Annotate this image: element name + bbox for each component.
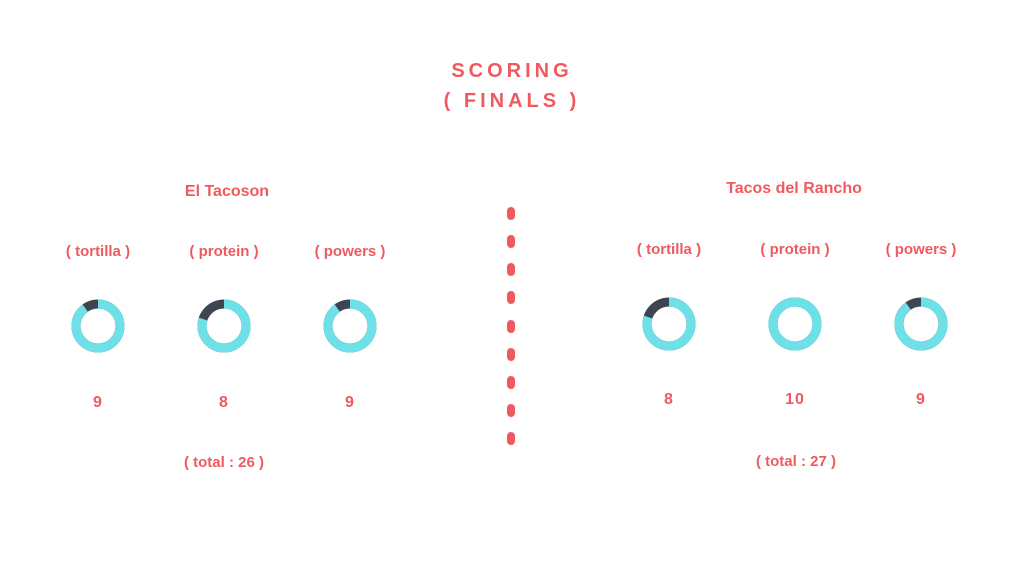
score-donut — [323, 299, 377, 353]
score-value: 8 — [664, 391, 674, 408]
score-donut — [642, 297, 696, 351]
divider-dot — [507, 263, 515, 276]
score-donut — [71, 299, 125, 353]
team-total: ( total : 27 ) — [755, 453, 836, 470]
team-total: ( total : 26 ) — [183, 454, 264, 471]
score-value: 8 — [219, 394, 229, 411]
category-label: ( tortilla ) — [636, 241, 702, 258]
donut-score-arc — [894, 297, 948, 351]
divider-dot — [507, 291, 515, 304]
category-label: ( powers ) — [885, 241, 957, 258]
donut-score-arc — [768, 297, 822, 351]
team-panel-el-tacoson: El Tacoson ( tortilla ) ( protein ) ( po… — [12, 0, 432, 576]
divider-dot — [507, 404, 515, 417]
divider-dot — [507, 432, 515, 445]
category-tortilla: ( tortilla ) — [38, 243, 158, 260]
divider-dot — [507, 235, 515, 248]
category-protein: ( protein ) — [735, 241, 855, 258]
donut-score-arc — [642, 297, 696, 351]
divider-dot — [507, 376, 515, 389]
score-donut — [894, 297, 948, 351]
donut-score-arc — [71, 299, 125, 353]
divider-dot — [507, 320, 515, 333]
page-subtitle: ( FINALS ) — [443, 90, 581, 112]
team-name: El Tacoson — [184, 183, 270, 200]
category-powers: ( powers ) — [861, 241, 981, 258]
category-protein: ( protein ) — [164, 243, 284, 260]
score-value: 10 — [785, 391, 805, 408]
donut-score-arc — [323, 299, 377, 353]
category-tortilla: ( tortilla ) — [609, 241, 729, 258]
donut-score-arc — [197, 299, 251, 353]
team-panel-tacos-del-rancho: Tacos del Rancho ( tortilla ) ( protein … — [584, 0, 1004, 576]
title-block: SCORING ( FINALS ) — [0, 56, 1024, 116]
score-donut — [768, 297, 822, 351]
score-donut — [197, 299, 251, 353]
page-title: SCORING — [451, 60, 573, 82]
score-value: 9 — [916, 391, 926, 408]
category-label: ( powers ) — [314, 243, 386, 260]
category-powers: ( powers ) — [290, 243, 410, 260]
team-name: Tacos del Rancho — [726, 180, 862, 197]
category-label: ( protein ) — [760, 241, 830, 258]
category-label: ( protein ) — [189, 243, 259, 260]
divider-dot — [507, 348, 515, 361]
score-value: 9 — [93, 394, 103, 411]
category-label: ( tortilla ) — [65, 243, 131, 260]
divider-dot — [507, 207, 515, 220]
team-divider — [507, 207, 517, 447]
score-value: 9 — [345, 394, 355, 411]
